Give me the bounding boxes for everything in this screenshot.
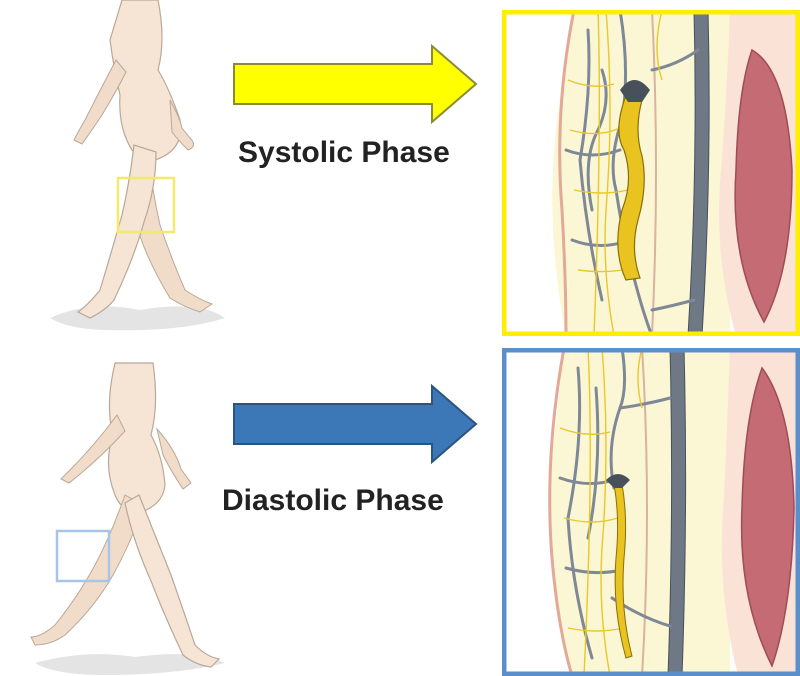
phase-label-diastolic: Diastolic Phase [222,484,444,518]
arm [74,60,126,144]
phase-label-systolic: Systolic Phase [238,136,450,170]
leg-back [31,495,143,645]
leg-cross-section-diastolic [502,348,800,676]
arrow-diastolic [232,384,482,464]
leg-cross-section-systolic [502,10,800,336]
walking-figure-systolic [30,0,230,335]
arrow-systolic [232,44,482,124]
leg-front [125,495,219,667]
walking-figure-diastolic [25,345,230,676]
